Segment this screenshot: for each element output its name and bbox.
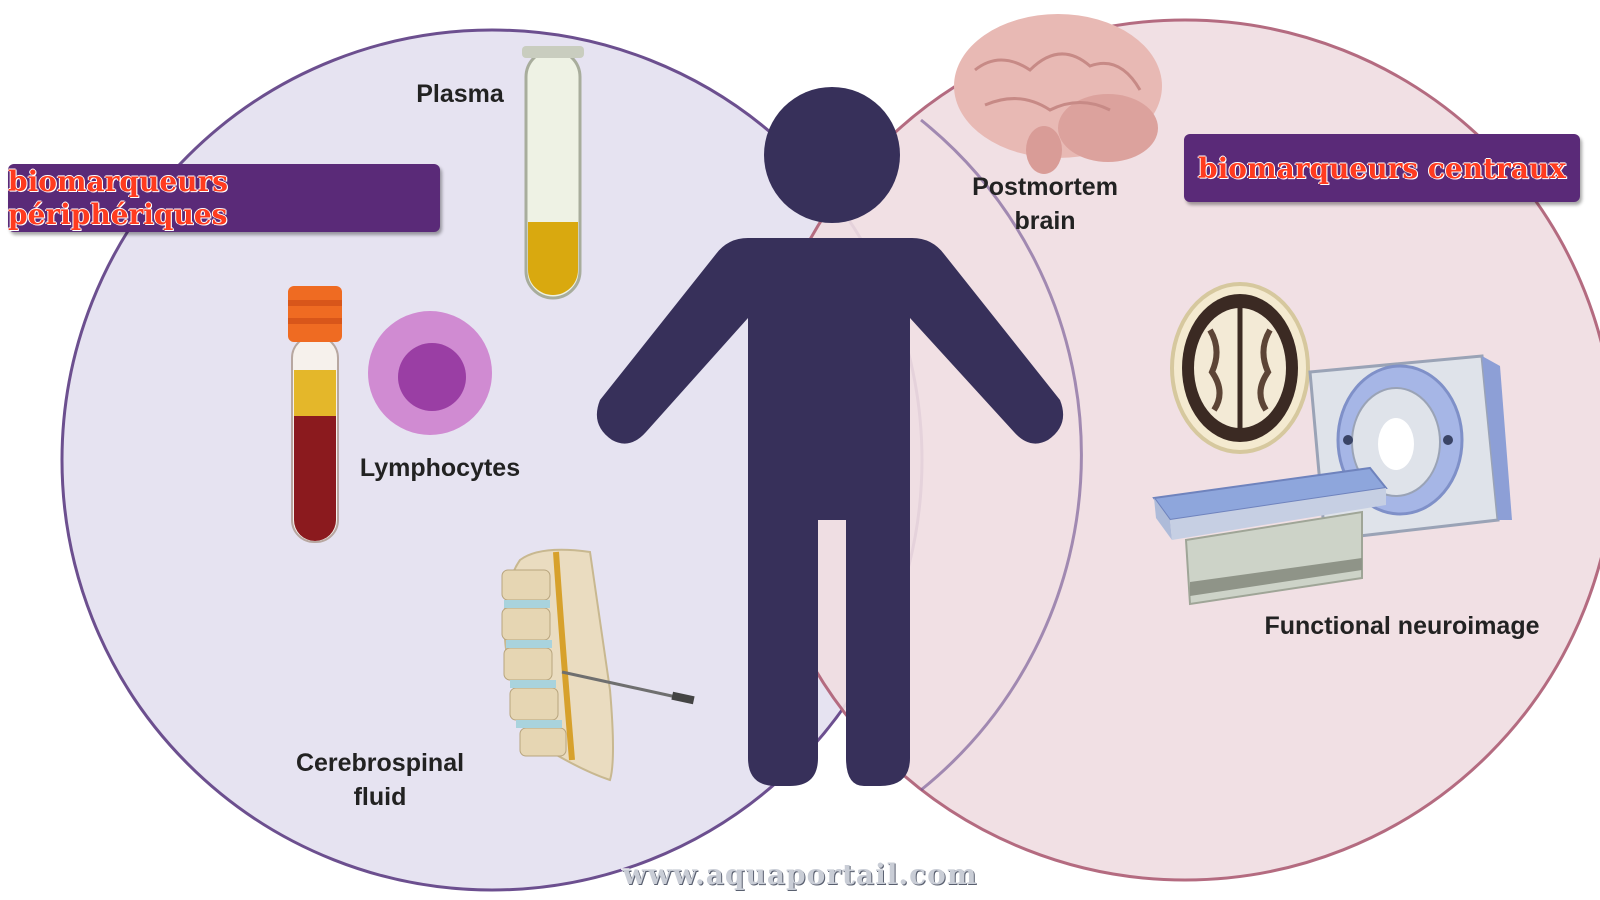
postmortem-brain-label-line1: Postmortem <box>972 173 1118 201</box>
peripheral-biomarkers-text: biomarqueurs périphériques <box>8 165 229 231</box>
lymphocyte-icon <box>368 311 492 435</box>
lymphocytes-label: Lymphocytes <box>359 454 521 482</box>
brain-icon <box>954 14 1162 174</box>
spine-icon <box>501 548 695 782</box>
overlap-outline <box>920 118 1083 792</box>
central-biomarkers-text: biomarqueurs centraux <box>1198 151 1566 185</box>
peripheral-biomarkers-badge: biomarqueurs périphériques <box>8 164 440 232</box>
brain-slice-icon <box>1170 282 1310 454</box>
blood-tube-icon <box>288 286 342 543</box>
csf-label-line2: fluid <box>353 783 407 811</box>
central-biomarkers-badge: biomarqueurs centraux <box>1184 134 1580 202</box>
postmortem-brain-label-line2: brain <box>1014 207 1076 235</box>
csf-label-line1: Cerebrospinal <box>295 749 465 777</box>
person-icon <box>596 87 1064 786</box>
mri-scanner-icon <box>1152 354 1512 606</box>
watermark: www.aquaportail.com <box>622 858 978 891</box>
plasma-tube-icon <box>522 46 584 300</box>
functional-neuroimage-label: Functional neuroimage <box>1264 612 1540 640</box>
plasma-label: Plasma <box>416 80 504 108</box>
